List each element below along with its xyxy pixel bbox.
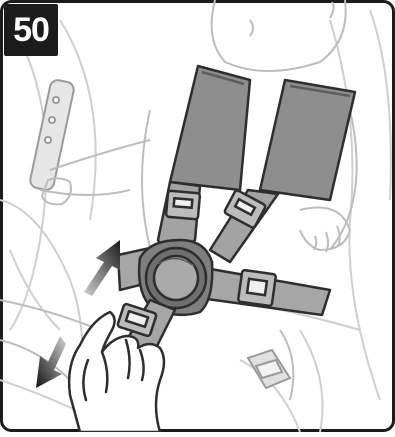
step-number-badge: 50: [4, 4, 58, 56]
lap-adjuster: [238, 270, 276, 306]
